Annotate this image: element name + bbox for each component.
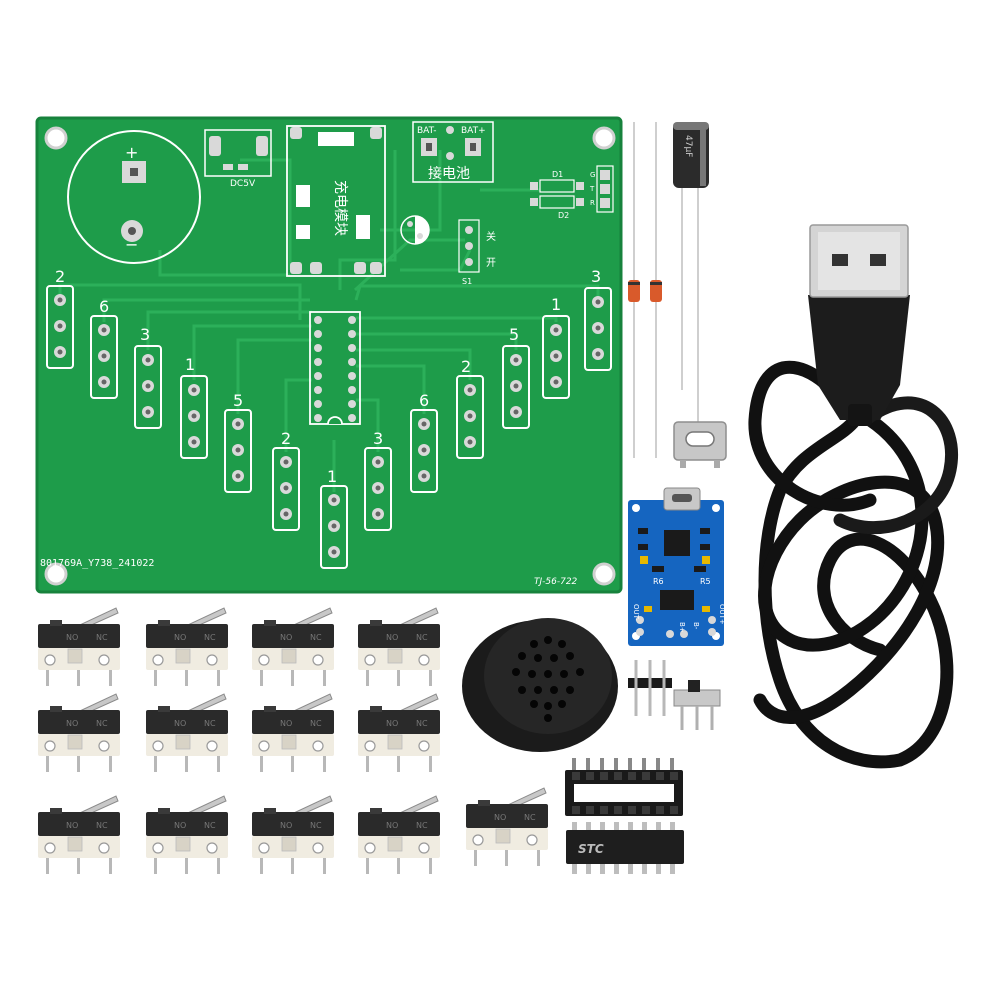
switch-no-label: NO xyxy=(280,633,292,642)
switch-no-label: NO xyxy=(386,633,398,642)
key-label-12: 1 xyxy=(551,295,561,314)
out-plus-label: OUT+ xyxy=(718,604,726,625)
ic-chip: STC xyxy=(566,822,684,874)
switch-no-label: NO xyxy=(386,719,398,728)
speaker-minus-label: − xyxy=(125,235,138,254)
key-label-5: 5 xyxy=(233,391,243,410)
b-minus-label: B- xyxy=(692,622,700,630)
dc5v-label: DC5V xyxy=(230,179,256,189)
charge-module-label: 充电模块 xyxy=(332,180,348,236)
switch-nc-label: NC xyxy=(96,821,108,830)
pcb-model-label: TJ-56-722 xyxy=(534,577,578,587)
pin-header xyxy=(628,660,672,716)
key-label-3: 3 xyxy=(140,325,150,344)
key-label-11: 5 xyxy=(509,325,519,344)
switch-on-label: 开 xyxy=(486,258,496,269)
capacitor-text: 47μF xyxy=(683,135,693,157)
switch-nc-label: NC xyxy=(204,719,216,728)
switch-nc-label: NC xyxy=(310,821,322,830)
speaker xyxy=(462,618,618,752)
switch-nc-label: NC xyxy=(96,719,108,728)
r6-label: R6 xyxy=(653,577,664,586)
key-label-9: 6 xyxy=(419,391,429,410)
out-minus-label: OUT- xyxy=(632,604,640,621)
key-label-13: 3 xyxy=(591,267,601,286)
ic-socket xyxy=(565,758,683,816)
speaker-plus-label: + xyxy=(125,143,138,162)
battery-label: 接电池 xyxy=(428,165,470,182)
chip-brand-label: STC xyxy=(578,842,604,856)
g-label: G xyxy=(590,171,595,179)
bat-plus-label: BAT+ xyxy=(461,126,486,136)
switch-nc-label: NC xyxy=(416,821,428,830)
switch-no-label: NO xyxy=(66,633,78,642)
charger-module: R6 R5 OUT- OUT+ B+ B- xyxy=(628,487,726,646)
switch-nc-label: NC xyxy=(204,821,216,830)
switch-labels: NO NC NO NC NO NC NO NC NO NC NO NC NO N… xyxy=(66,633,536,830)
r-label: R xyxy=(590,199,595,207)
key-label-8: 3 xyxy=(373,429,383,448)
pcb-board: + − DC5V 充电模块 BAT- BAT+ 接电池 xyxy=(35,116,623,594)
usb-cable xyxy=(748,224,958,769)
switch-no-label: NO xyxy=(66,821,78,830)
switch-nc-label: NC xyxy=(416,633,428,642)
usb-c-connector xyxy=(673,421,727,468)
electrolytic-capacitor: 47μF xyxy=(673,122,709,440)
switch-nc-label: NC xyxy=(416,719,428,728)
switch-no-label: NO xyxy=(174,719,186,728)
pcb-serial-label: 801769A_Y738_241022 xyxy=(40,558,154,569)
switch-nc-label: NC xyxy=(310,633,322,642)
bat-minus-label: BAT- xyxy=(417,126,437,136)
micro-switches xyxy=(37,607,549,875)
switch-nc-label: NC xyxy=(204,633,216,642)
switch-nc-label: NC xyxy=(96,633,108,642)
d2-label: D2 xyxy=(558,211,569,220)
switch-no-label: NO xyxy=(66,719,78,728)
t-label: T xyxy=(589,185,595,193)
switch-no-label: NO xyxy=(280,821,292,830)
switch-no-label: NO xyxy=(174,633,186,642)
switch-nc-label: NC xyxy=(310,719,322,728)
switch-no-label: NO xyxy=(280,719,292,728)
key-label-2: 6 xyxy=(99,297,109,316)
switch-no-label: NO xyxy=(386,821,398,830)
key-label-6: 2 xyxy=(281,429,291,448)
switch-no-label: NO xyxy=(174,821,186,830)
d1-label: D1 xyxy=(552,170,563,179)
switch-no-label: NO xyxy=(494,813,506,822)
key-label-4: 1 xyxy=(185,355,195,374)
diodes xyxy=(628,122,662,458)
b-plus-label: B+ xyxy=(678,622,686,633)
s1-label: S1 xyxy=(462,277,472,286)
switch-nc-label: NC xyxy=(524,813,536,822)
slide-switch xyxy=(673,680,721,730)
key-label-7: 1 xyxy=(327,467,337,486)
key-label-10: 2 xyxy=(461,357,471,376)
key-label-1: 2 xyxy=(55,267,65,286)
switch-off-label: 关 xyxy=(486,230,496,243)
r5-label: R5 xyxy=(700,577,711,586)
ic-footprint xyxy=(309,311,361,425)
